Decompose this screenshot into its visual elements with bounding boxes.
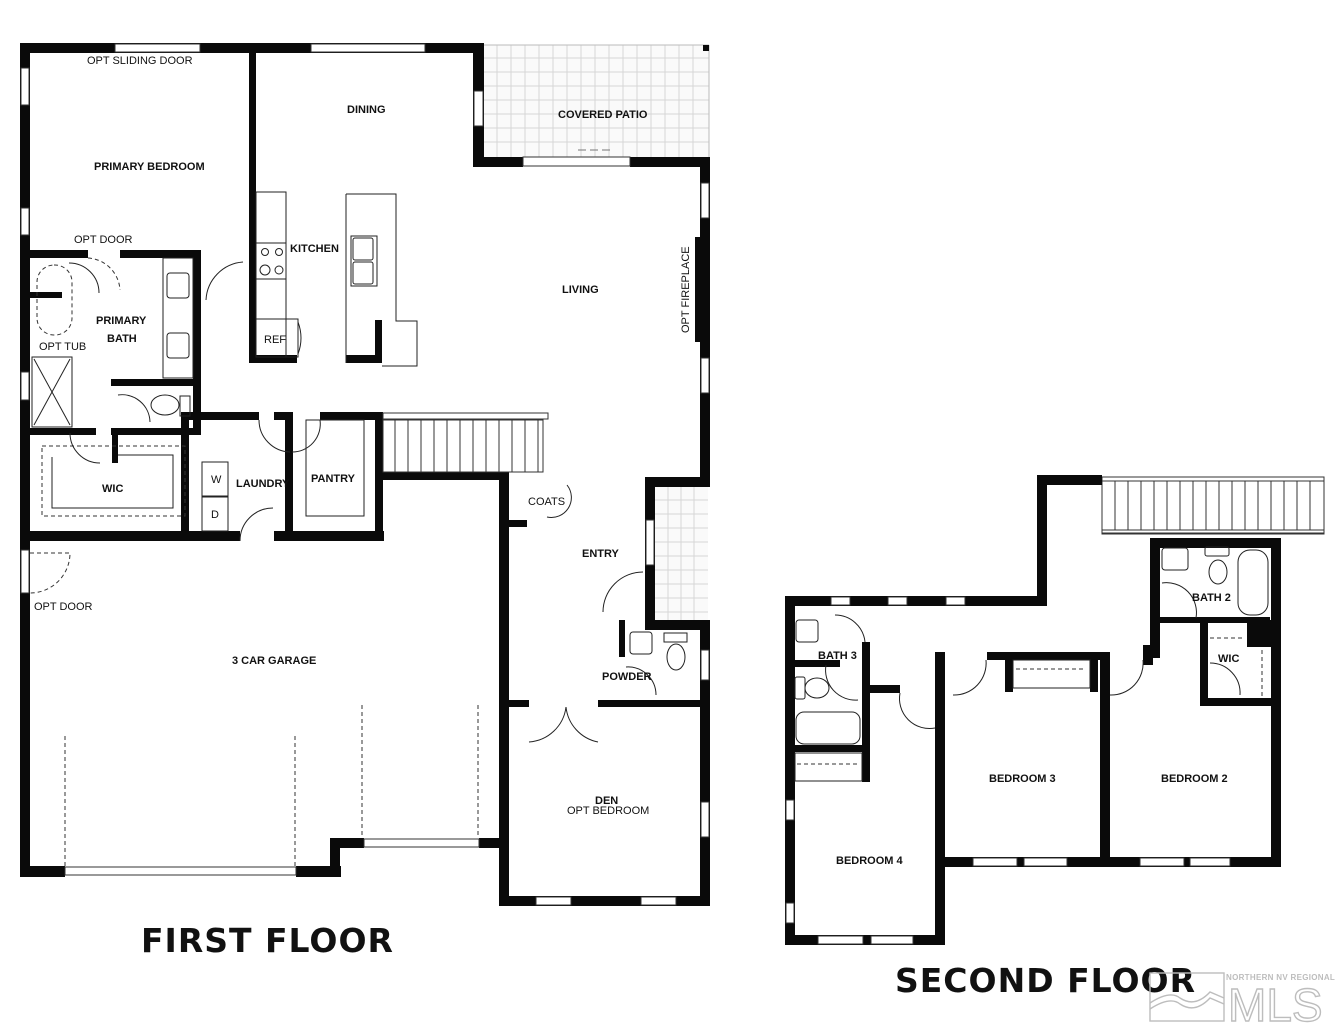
room-wic-upstairs: WIC [1218, 653, 1239, 665]
note-opt-sliding-door: OPT SLIDING DOOR [87, 55, 193, 67]
second-floor-doors [825, 582, 1241, 729]
room-bath-2: BATH 2 [1192, 592, 1231, 604]
room-bath-3: BATH 3 [818, 650, 857, 662]
second-floor-exterior-walls [785, 475, 1281, 945]
room-powder: POWDER [602, 671, 652, 683]
label-coats: COATS [528, 496, 565, 508]
room-pantry: PANTRY [311, 473, 356, 485]
room-primary-bath-line2: BATH [107, 333, 137, 345]
mls-brand-text: MLS [1228, 979, 1323, 1028]
room-laundry: LAUNDRY [236, 478, 290, 490]
label-ref: REF [264, 334, 286, 346]
room-den-sub: OPT BEDROOM [567, 805, 649, 817]
room-covered-patio: COVERED PATIO [558, 109, 648, 121]
first-floor-title: FIRST FLOOR [141, 921, 394, 960]
note-opt-door-garage: OPT DOOR [34, 601, 93, 613]
label-washer: W [211, 474, 222, 486]
room-bedroom-3: BEDROOM 3 [989, 773, 1056, 785]
room-bedroom-4: BEDROOM 4 [836, 855, 904, 867]
laundry-fixtures [201, 419, 365, 532]
room-primary-bath-line1: PRIMARY [96, 315, 147, 327]
second-floor-windows [785, 596, 1231, 945]
kitchen-fixtures [255, 191, 418, 367]
garage-door-guides [64, 705, 479, 866]
second-floor-title: SECOND FLOOR [895, 961, 1196, 1000]
fireplace [695, 237, 709, 342]
primary-bath-fixtures [31, 257, 194, 517]
note-opt-fireplace: OPT FIREPLACE [680, 246, 692, 333]
second-floor-stairs [1101, 476, 1325, 535]
front-porch-area [655, 487, 708, 620]
powder-fixtures [629, 631, 688, 671]
room-den: DEN [595, 795, 618, 807]
note-opt-door-bath: OPT DOOR [74, 234, 133, 246]
first-floor-stairs [382, 412, 549, 473]
covered-patio-area [484, 44, 710, 160]
room-entry: ENTRY [582, 548, 620, 560]
note-opt-tub: OPT TUB [39, 341, 86, 353]
room-bedroom-2: BEDROOM 2 [1161, 773, 1228, 785]
room-primary-bedroom: PRIMARY BEDROOM [94, 161, 205, 173]
mls-region-text: NORTHERN NV REGIONAL [1226, 973, 1335, 982]
room-garage: 3 CAR GARAGE [232, 655, 316, 667]
second-floor-fixtures [794, 546, 1269, 782]
mls-watermark: NORTHERN NV REGIONAL MLS [1149, 972, 1335, 1028]
windows [20, 43, 710, 906]
mountain-icon [1149, 991, 1225, 1004]
label-dryer: D [211, 509, 219, 521]
doors [29, 257, 657, 743]
room-dining: DINING [347, 104, 386, 116]
second-floor-interior-walls [795, 617, 1280, 867]
interior-walls [30, 53, 710, 846]
second-floor-plan: BATH 3 BATH 2 WIC BEDROOM 3 BEDROOM 2 BE… [785, 475, 1325, 1000]
room-kitchen: KITCHEN [290, 243, 339, 255]
room-wic: WIC [102, 483, 123, 495]
first-floor-plan: OPT SLIDING DOOR PRIMARY BEDROOM DINING … [20, 43, 710, 960]
room-living: LIVING [562, 284, 599, 296]
